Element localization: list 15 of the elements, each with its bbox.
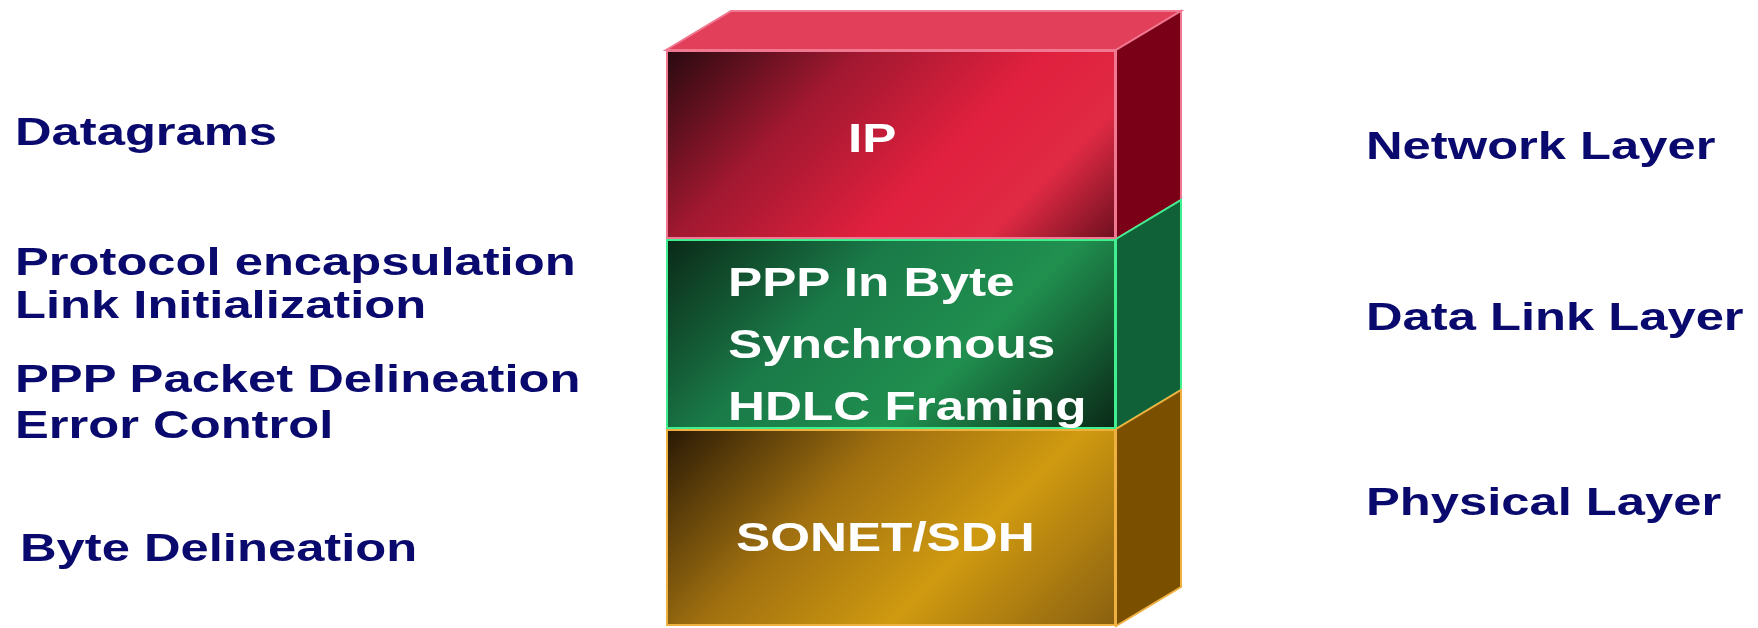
layer-label: Network Layer	[1366, 124, 1716, 168]
layer-box	[666, 239, 1116, 429]
function-label: PPP Packet Delineation	[15, 357, 581, 401]
layer-label: Physical Layer	[1366, 480, 1722, 524]
function-label: Byte Delineation	[20, 526, 418, 570]
layer-box	[666, 50, 1116, 239]
function-label: Error Control	[15, 403, 334, 447]
function-label: Link Initialization	[15, 283, 427, 327]
function-label: Datagrams	[15, 110, 278, 154]
layer-name: PPP In Byte Synchronous HDLC Framing	[728, 259, 1088, 430]
layer-box	[666, 429, 1116, 626]
function-label: Protocol encapsulation	[15, 240, 576, 284]
layer-name: SONET/SDH	[736, 514, 1036, 561]
layer-label: Data Link Layer	[1366, 295, 1744, 339]
layer-name: IP	[848, 115, 898, 162]
